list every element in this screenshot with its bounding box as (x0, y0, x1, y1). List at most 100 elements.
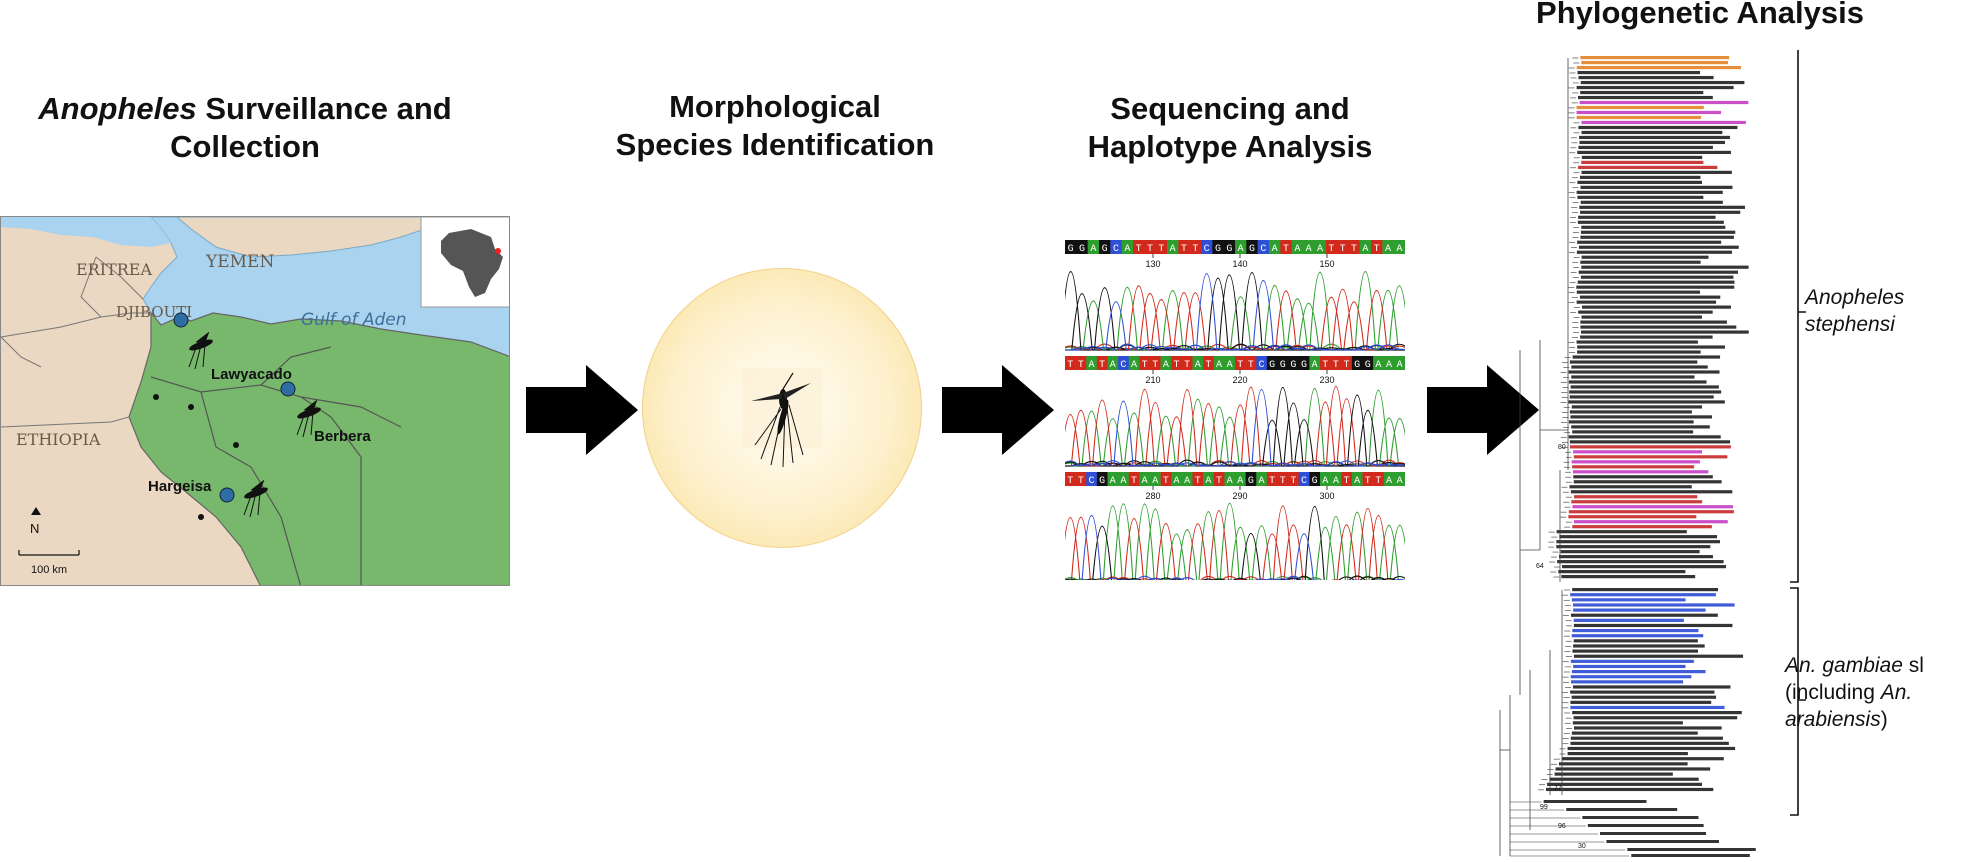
phylogenetic-title: Phylogenetic Analysis (1536, 0, 1864, 30)
base-letter: A (1131, 360, 1137, 371)
base-letter: C (1113, 244, 1119, 255)
base-letter: T (1205, 360, 1211, 371)
base-call-cell (1362, 472, 1374, 486)
base-letter: G (1312, 476, 1318, 487)
bootstrap-value: 77 (1554, 785, 1562, 792)
taxon-label (1567, 752, 1688, 756)
collection-map: ERITREA YEMEN DJIBOUTI ETHIOPIA Gulf of … (0, 216, 510, 586)
taxon-label (1569, 445, 1731, 449)
taxon-label (1556, 540, 1720, 544)
base-call-cell (1110, 240, 1122, 254)
stephensi-bracket (1790, 50, 1806, 583)
base-letter: G (1301, 360, 1307, 371)
base-call-cell (1382, 240, 1394, 254)
trace-T (1065, 386, 1405, 467)
taxon-label (1581, 160, 1704, 164)
base-letter: A (1397, 360, 1403, 371)
base-call-cell (1086, 356, 1098, 370)
taxon-label (1578, 125, 1738, 130)
taxon-label (1573, 618, 1684, 622)
base-letter: T (1142, 360, 1148, 371)
taxon-label (1570, 490, 1733, 494)
base-call-cell (1348, 240, 1360, 254)
taxon-label (1576, 290, 1701, 294)
taxon-label (1599, 832, 1707, 835)
taxon-label (1568, 370, 1720, 374)
base-call-cell (1320, 472, 1331, 486)
djibouti-border (80, 256, 144, 318)
base-call-cell (1309, 356, 1321, 370)
base-call-cell (1393, 240, 1405, 254)
red-sea-upper (1, 217, 171, 247)
base-letter: G (1226, 244, 1232, 255)
taxon-label (1559, 555, 1713, 559)
base-letter: T (1067, 360, 1073, 371)
taxon-label (1569, 395, 1714, 399)
taxon-label (1576, 105, 1704, 110)
base-letter: A (1110, 476, 1116, 487)
base-letter: A (1195, 360, 1201, 371)
base-letter: A (1362, 244, 1368, 255)
base-call-cell (1224, 472, 1236, 486)
taxon-label (1560, 550, 1700, 554)
base-letter: G (1290, 360, 1296, 371)
taxon-label (1578, 75, 1714, 80)
gambiae-bracket (1790, 587, 1806, 816)
base-letter: T (1328, 244, 1334, 255)
taxon-label (1558, 762, 1688, 766)
base-call-cell (1245, 472, 1257, 486)
base-letter: A (1124, 244, 1130, 255)
taxon-label (1573, 480, 1722, 484)
taxon-label (1568, 400, 1725, 404)
taxon-label (1576, 300, 1717, 304)
gambiae-label-line1-prefix: An. gambiae (1785, 654, 1903, 677)
taxon-label (1571, 365, 1708, 369)
base-call-cell (1171, 472, 1183, 486)
base-call-cell (1192, 472, 1204, 486)
taxon-label (1571, 670, 1706, 674)
position-label: 280 (1145, 491, 1160, 501)
taxon-label (1573, 716, 1738, 720)
taxon-label (1571, 695, 1717, 699)
base-call-cell (1330, 356, 1342, 370)
taxon-label (1568, 435, 1721, 439)
taxon-label (1572, 588, 1719, 592)
base-letter: C (1260, 244, 1266, 255)
base-letter: T (1152, 360, 1158, 371)
base-letter: A (1237, 476, 1243, 487)
trace-C (1065, 273, 1405, 351)
stephensi-clade-label: Anopheles stephensi (1805, 284, 1955, 338)
base-call-cell (1181, 356, 1193, 370)
taxon-label (1570, 415, 1713, 419)
base-call-cell (1298, 356, 1310, 370)
gambiae-label-line2-prefix: (including (1785, 681, 1881, 704)
taxon-label (1578, 165, 1718, 169)
taxon-label (1580, 210, 1741, 214)
taxon-label (1561, 757, 1724, 761)
sample-dot (198, 514, 204, 520)
trace-T (1065, 285, 1405, 351)
base-letter: A (1120, 476, 1126, 487)
base-letter: A (1385, 244, 1391, 255)
base-call-cell (1309, 472, 1321, 486)
arrow-icon (1427, 365, 1539, 455)
taxon-label (1578, 270, 1738, 274)
sequencing-title: Sequencing and Haplotype Analysis (1060, 90, 1400, 166)
base-letter: A (1354, 476, 1360, 487)
base-letter: T (1248, 360, 1254, 371)
base-letter: T (1322, 360, 1328, 371)
base-call-cell (1314, 240, 1326, 254)
base-call-cell (1256, 472, 1268, 486)
base-call-cell (1178, 240, 1190, 254)
base-call-cell (1181, 472, 1193, 486)
position-label: 220 (1232, 375, 1247, 385)
taxon-label (1573, 726, 1722, 730)
base-call-cell (1394, 472, 1405, 486)
base-call-cell (1303, 240, 1315, 254)
taxon-label (1545, 787, 1714, 792)
base-letter: T (1067, 476, 1073, 487)
base-letter: A (1312, 360, 1318, 371)
base-call-cell (1065, 356, 1076, 370)
base-call-cell (1371, 240, 1383, 254)
